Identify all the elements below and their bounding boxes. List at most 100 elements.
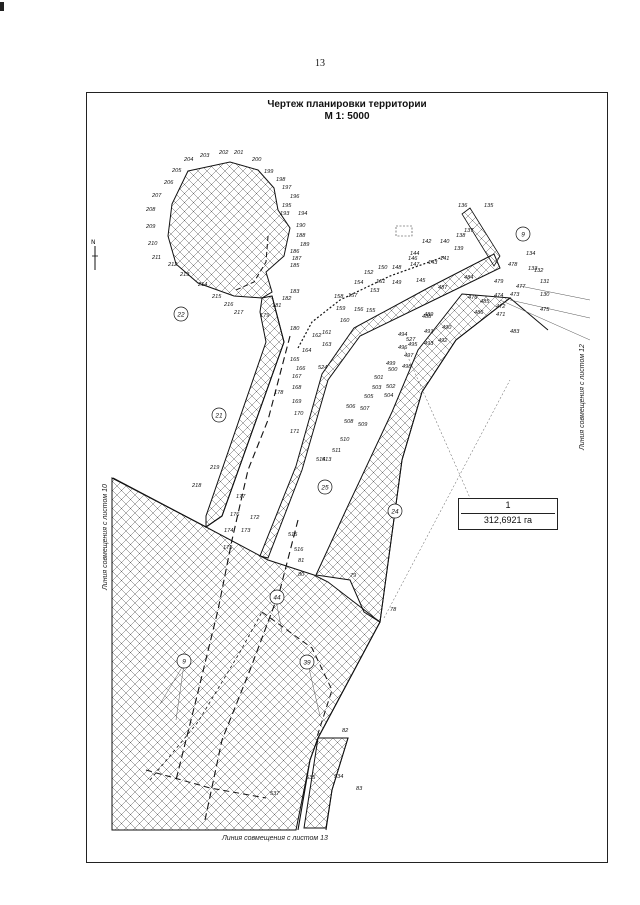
point-label: 205 — [171, 168, 182, 174]
point-label: 138 — [456, 233, 466, 239]
point-label: 484 — [464, 275, 473, 281]
point-label: 167 — [292, 374, 302, 380]
circled-label: 39 — [299, 654, 315, 670]
area-label-box: 1 312,6921 га — [458, 498, 558, 530]
point-label: 139 — [454, 246, 463, 252]
area-parcel-number: 1 — [505, 500, 511, 510]
point-label: 133 — [528, 266, 538, 272]
point-label: 483 — [510, 329, 520, 335]
point-label: 478 — [508, 262, 518, 268]
svg-text:44: 44 — [273, 595, 281, 602]
point-label: 80 — [298, 572, 305, 578]
point-label: 208 — [145, 207, 156, 213]
point-label: 135 — [484, 203, 494, 209]
drawing-frame — [86, 92, 608, 863]
svg-text:22: 22 — [176, 312, 185, 319]
point-label: 179 — [260, 313, 269, 319]
point-label: 79 — [350, 573, 356, 579]
point-label: 169 — [292, 399, 301, 405]
point-label: 476 — [468, 295, 478, 301]
point-label: 148 — [392, 265, 402, 271]
point-label: 213 — [179, 272, 190, 278]
point-label: 164 — [302, 348, 311, 354]
point-label: 527 — [406, 337, 416, 343]
point-label: 177 — [236, 494, 246, 500]
point-label: 511 — [332, 448, 341, 454]
point-label: 171 — [290, 429, 299, 435]
point-label: 473 — [510, 292, 520, 298]
point-label: 137 — [464, 228, 474, 234]
parcel-strip-25 — [259, 253, 501, 559]
point-label: 142 — [422, 239, 432, 245]
point-label: 134 — [526, 251, 535, 257]
point-label: 130 — [540, 292, 550, 298]
point-label: 151 — [376, 279, 385, 285]
point-label: 516 — [294, 547, 304, 553]
point-label: 183 — [290, 289, 300, 295]
svg-text:39: 39 — [303, 660, 311, 667]
point-label: 506 — [346, 404, 356, 410]
point-label: 189 — [300, 242, 309, 248]
point-label: 170 — [294, 411, 304, 417]
matching-line-bottom: Линия совмещения с листом 13 — [221, 835, 328, 842]
svg-text:24: 24 — [390, 509, 399, 516]
point-label: 486 — [474, 310, 484, 316]
point-label: 174 — [224, 528, 233, 534]
circled-label: 9 — [176, 653, 192, 669]
point-label: 199 — [264, 169, 273, 175]
point-label: 204 — [183, 157, 193, 163]
matching-line-right: Линия совмещения с листом 12 — [579, 344, 586, 451]
point-label: 154 — [354, 280, 363, 286]
circled-label: 25 — [317, 479, 333, 495]
point-label: 496 — [398, 345, 408, 351]
point-label: 211 — [151, 255, 161, 261]
svg-text:25: 25 — [320, 485, 329, 492]
circled-label: 21 — [211, 407, 227, 423]
point-label: 507 — [360, 406, 370, 412]
point-label: 472 — [496, 304, 506, 310]
point-label: 195 — [282, 203, 292, 209]
parcel-branch-ne — [461, 207, 501, 267]
point-label: 187 — [292, 256, 302, 262]
drawing-scale: М 1: 5000 — [324, 111, 370, 122]
point-label: 201 — [233, 150, 243, 156]
circled-label: 24 — [387, 503, 403, 519]
point-label: 163 — [322, 342, 332, 348]
page-number: 13 — [315, 58, 325, 69]
parcel-circle-22 — [167, 161, 291, 299]
point-label: 147 — [410, 262, 420, 268]
point-label: 146 — [408, 256, 418, 262]
point-label: 162 — [312, 333, 322, 339]
point-label: 489 — [424, 312, 433, 318]
area-divider — [461, 513, 555, 514]
point-label: 180 — [290, 326, 300, 332]
point-label: 181 — [272, 303, 281, 309]
point-label: 81 — [298, 558, 304, 564]
point-label: 206 — [163, 180, 174, 186]
svg-text:9: 9 — [521, 232, 525, 239]
point-label: 515 — [288, 532, 298, 538]
point-label: 160 — [340, 318, 350, 324]
point-label: 477 — [516, 284, 526, 290]
point-label: 83 — [356, 786, 363, 792]
point-label: 485 — [480, 299, 490, 305]
point-label: 144 — [410, 251, 419, 257]
point-label: 509 — [358, 422, 367, 428]
point-label: 500 — [388, 367, 398, 373]
point-label: 493 — [424, 341, 434, 347]
point-label: 475 — [540, 307, 550, 313]
point-label: 216 — [223, 302, 234, 308]
point-label: 159 — [336, 306, 345, 312]
point-label: 193 — [280, 211, 290, 217]
point-label: 200 — [251, 157, 262, 163]
point-label: 194 — [298, 211, 307, 217]
point-label: 497 — [404, 353, 414, 359]
point-label: 215 — [211, 294, 222, 300]
edge-mark — [0, 2, 4, 11]
point-label: 143 — [428, 260, 438, 266]
point-label: 218 — [191, 483, 202, 489]
point-label: 172 — [250, 515, 260, 521]
point-label: 140 — [440, 239, 450, 245]
svg-text:N: N — [91, 239, 96, 246]
point-label: 499 — [386, 361, 395, 367]
